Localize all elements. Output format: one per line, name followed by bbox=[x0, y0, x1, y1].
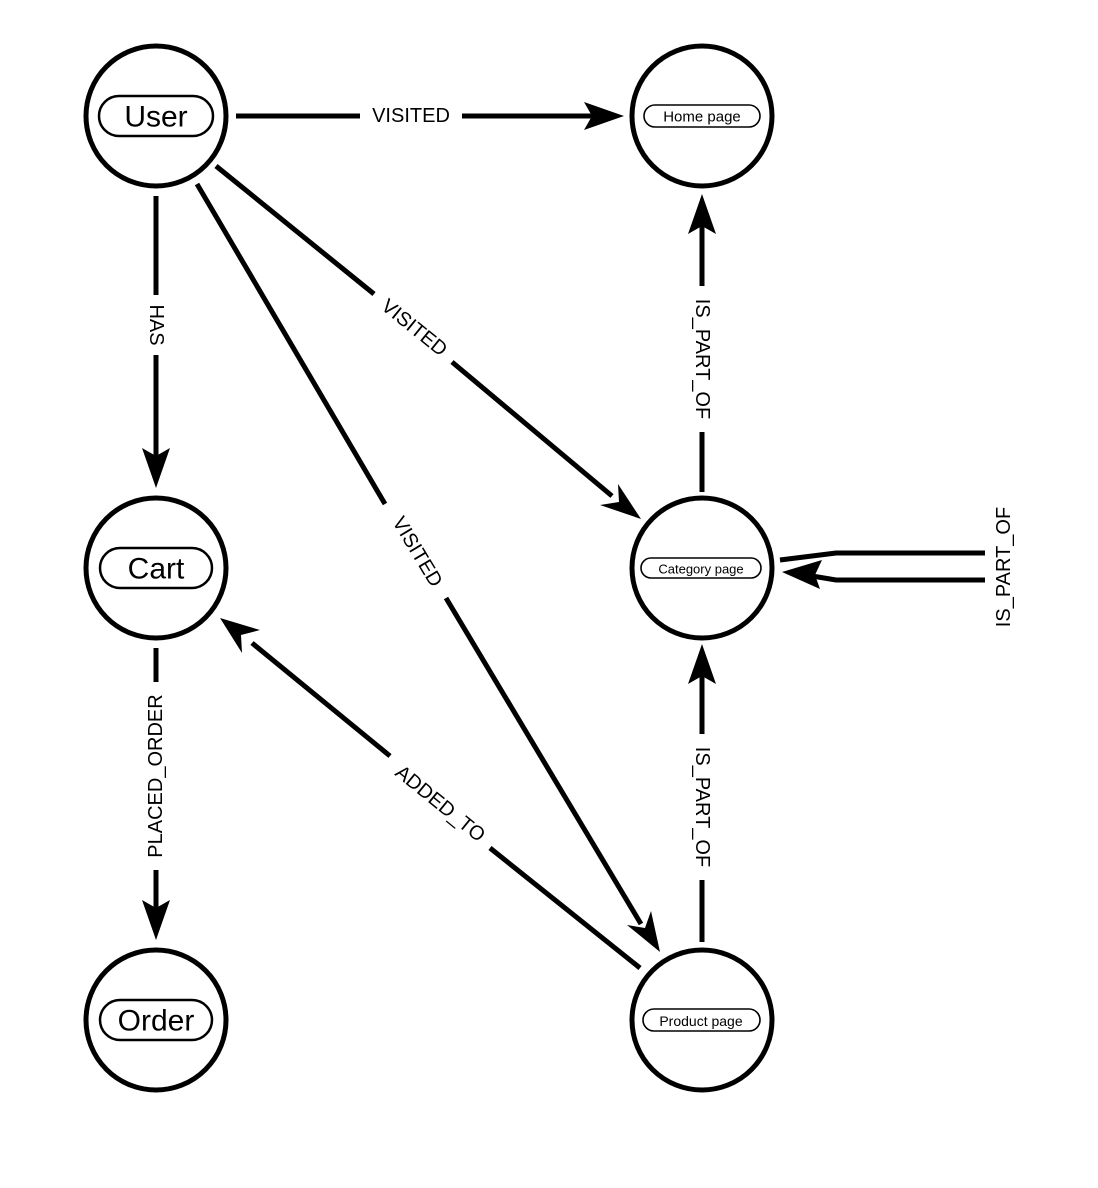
arrowhead bbox=[600, 484, 641, 519]
arrowhead bbox=[688, 644, 716, 684]
edge-label-user-category: VISITED bbox=[377, 295, 451, 361]
node-label-product-page: Product page bbox=[659, 1013, 742, 1029]
node-label-order: Order bbox=[118, 1005, 195, 1038]
arrowhead bbox=[142, 900, 170, 940]
node-label-home-page: Home page bbox=[663, 109, 741, 126]
edge-label-cart-order: PLACED_ORDER bbox=[145, 694, 167, 857]
node-label-cart: Cart bbox=[128, 553, 185, 586]
node-product-page[interactable]: Product page bbox=[629, 947, 775, 1093]
edge-label-product-cart: ADDED_TO bbox=[391, 761, 489, 846]
edge-user-visited-product: VISITED bbox=[194, 182, 660, 952]
arrowhead bbox=[782, 560, 822, 589]
node-label-pill bbox=[97, 94, 215, 138]
arrowhead bbox=[627, 911, 660, 952]
node-label-pill bbox=[640, 557, 762, 579]
edge-user-visited-home: VISITED bbox=[236, 102, 624, 130]
node-label-user: User bbox=[124, 101, 187, 134]
edge-label-category-home: IS_PART_OF bbox=[691, 299, 713, 419]
edge-label-product-category: IS_PART_OF bbox=[691, 747, 713, 867]
node-label-pill bbox=[642, 1008, 761, 1032]
edge-category-part-of-home: IS_PART_OF bbox=[688, 194, 716, 492]
edge-label-user-home: VISITED bbox=[372, 105, 450, 127]
node-label-category-page: Category page bbox=[658, 562, 743, 577]
arrowhead bbox=[584, 102, 624, 130]
edge-user-visited-category: VISITED bbox=[214, 164, 641, 519]
node-cart[interactable]: Cart bbox=[83, 495, 229, 641]
edge-label-user-product: VISITED bbox=[388, 513, 447, 591]
edge-category-part-of-self: IS_PART_OF bbox=[779, 507, 1015, 627]
arrowhead bbox=[142, 448, 170, 488]
edge-user-has-cart: HAS bbox=[142, 196, 170, 488]
edge-product-part-of-category: IS_PART_OF bbox=[688, 644, 716, 942]
edge-cart-placed-order: PLACED_ORDER bbox=[142, 648, 170, 940]
node-user[interactable]: User bbox=[83, 43, 229, 189]
node-category-page[interactable]: Category page bbox=[629, 495, 775, 641]
node-home-page[interactable]: Home page bbox=[629, 43, 775, 189]
edge-label-category-self: IS_PART_OF bbox=[993, 507, 1015, 627]
edge-label-user-cart: HAS bbox=[145, 304, 167, 345]
node-order[interactable]: Order bbox=[83, 947, 229, 1093]
node-label-pill bbox=[98, 998, 214, 1042]
node-label-pill bbox=[643, 104, 761, 128]
arrowhead bbox=[220, 618, 260, 653]
node-label-pill bbox=[98, 546, 214, 590]
arrowhead bbox=[688, 194, 716, 234]
edge-product-added-to-cart: ADDED_TO bbox=[220, 618, 642, 970]
